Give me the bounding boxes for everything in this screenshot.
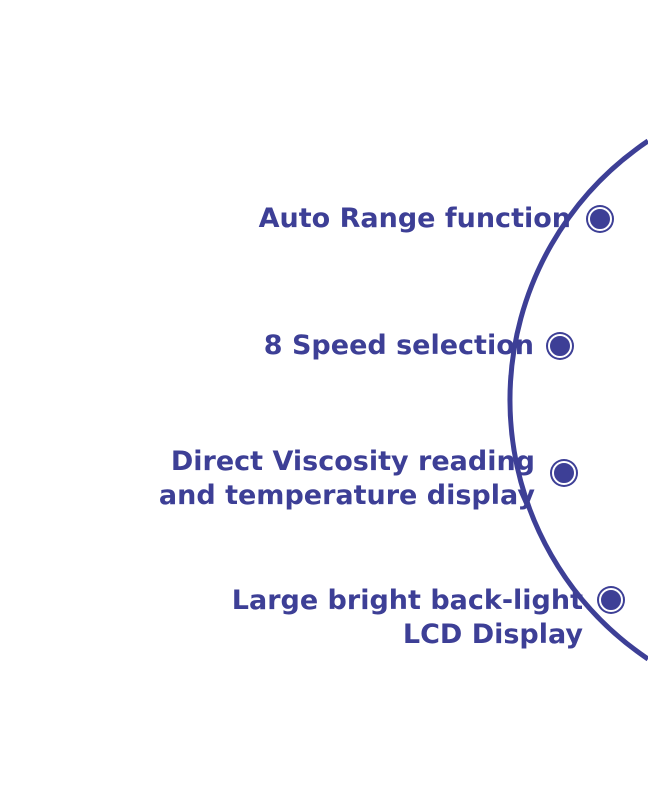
- feature-label-auto-range: Auto Range function: [259, 202, 571, 236]
- feature-label-lcd-display: Large bright back-light LCD Display: [232, 584, 583, 652]
- arc-line: [507, 138, 648, 662]
- feature-label-viscosity-reading: Direct Viscosity reading and temperature…: [159, 445, 535, 513]
- feature-marker-3: [550, 459, 578, 487]
- feature-marker-1: [586, 205, 614, 233]
- feature-label-line: Auto Range function: [258, 203, 571, 234]
- feature-label-line: 8 Speed selection: [263, 330, 534, 361]
- feature-label-line: LCD Display: [402, 619, 583, 650]
- feature-label-line: Direct Viscosity reading: [170, 446, 535, 477]
- feature-label-speed-selection: 8 Speed selection: [264, 329, 534, 363]
- feature-label-line: and temperature display: [158, 480, 535, 511]
- feature-marker-4: [597, 586, 625, 614]
- feature-label-line: Large bright back-light: [231, 585, 583, 616]
- feature-marker-2: [546, 332, 574, 360]
